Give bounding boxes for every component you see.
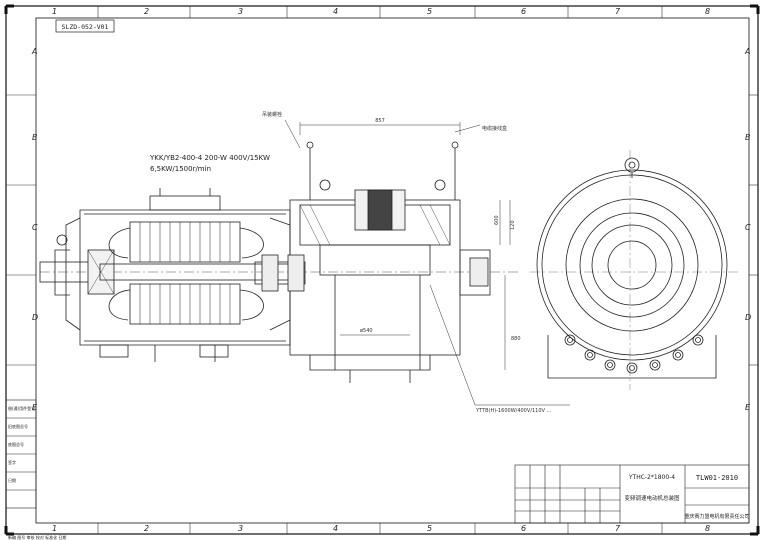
- bolt-hole: [626, 362, 638, 374]
- column-label-8-top: 8: [705, 7, 710, 16]
- motor-section-view: [39, 188, 520, 362]
- bolt-hole: [672, 349, 684, 361]
- inner-frame: [35, 17, 750, 524]
- bolt-hole: [649, 359, 661, 371]
- column-label-7-top: 7: [615, 7, 621, 16]
- column-label-7-bottom: 7: [615, 524, 621, 533]
- dim-vertical-1: 600: [494, 215, 500, 225]
- title-name: 变频调速电动机总装图: [624, 494, 680, 502]
- dim-right: 880: [511, 336, 521, 342]
- bolt-hole-inner: [629, 365, 635, 371]
- side-table-label: 底图总号: [8, 441, 24, 447]
- bolt-hole: [564, 334, 576, 346]
- column-labels: 1 1 2 2 3 3 4 4 5 5 6 6 7 7 8 8: [52, 7, 710, 533]
- row-label-C-left: C: [32, 223, 38, 232]
- title-block: [514, 464, 750, 524]
- row-label-E-left: E: [32, 403, 38, 412]
- row-label-B-right: B: [745, 133, 751, 142]
- label-lifting-bolt: 吊装螺栓: [262, 111, 282, 118]
- side-table-label: 借(通)用件登记: [8, 405, 35, 411]
- footer-text: 新编 图号 审核 校对 标准化 日期: [8, 534, 66, 540]
- dim-top: 857: [375, 118, 385, 124]
- title-model: YTHC-2*1800-4: [628, 474, 675, 481]
- code-box: [55, 19, 115, 33]
- column-label-4-bottom: 4: [333, 524, 338, 533]
- leader-note: YTTB(H)-1600W/400V/110V ...: [475, 408, 552, 414]
- row-label-A-right: A: [744, 47, 750, 56]
- outer-frame: [5, 5, 759, 535]
- code-box-text: SLZD-052-V01: [62, 23, 109, 31]
- side-table-label: 日期: [8, 477, 16, 483]
- bolt-hole: [692, 334, 704, 346]
- column-label-1-bottom: 1: [52, 524, 57, 533]
- bolt-hole: [584, 349, 596, 361]
- column-label-8-bottom: 8: [705, 524, 710, 533]
- bolt-hole-inner: [652, 362, 658, 368]
- label-cable-box: 电缆接线盒: [482, 125, 507, 132]
- dim-inner: ø540: [360, 328, 373, 334]
- row-label-C-right: C: [745, 223, 751, 232]
- bolt-hole-inner: [587, 352, 593, 358]
- bolt-hole-inner: [607, 362, 613, 368]
- column-label-6-top: 6: [521, 7, 526, 16]
- side-table: [5, 399, 37, 509]
- side-table-label: 旧底图总号: [8, 423, 28, 429]
- column-label-2-bottom: 2: [144, 524, 149, 533]
- column-label-4-top: 4: [333, 7, 338, 16]
- title-company: 重庆赛力盟电机有限责任公司: [684, 513, 749, 520]
- column-label-5-bottom: 5: [427, 524, 432, 533]
- column-label-1-top: 1: [52, 7, 57, 16]
- spec-line-2: 6,5KW/1500r/min: [150, 165, 211, 173]
- column-label-3-top: 3: [238, 7, 243, 16]
- column-label-5-top: 5: [427, 7, 432, 16]
- column-label-6-bottom: 6: [521, 524, 526, 533]
- row-label-A-left: A: [31, 47, 37, 56]
- row-label-D-right: D: [745, 313, 751, 322]
- column-label-2-top: 2: [144, 7, 149, 16]
- bolt-hole-inner: [675, 352, 681, 358]
- row-label-E-right: E: [745, 403, 751, 412]
- bolt-hole-inner: [695, 337, 701, 343]
- bolt-hole-inner: [567, 337, 573, 343]
- coupling-section-view: [254, 141, 491, 383]
- bolt-hole: [604, 359, 616, 371]
- spec-line-1: YKK/YB2-400-4 200-W 400V/15KW: [149, 154, 270, 162]
- row-labels: A A B B C C D D E E: [31, 47, 751, 412]
- row-label-B-left: B: [32, 133, 38, 142]
- row-label-D-left: D: [32, 313, 38, 322]
- motor-end-view: [530, 150, 740, 390]
- title-drawing-no: TLW01-2010: [696, 474, 738, 482]
- side-table-label: 签字: [8, 459, 16, 465]
- column-label-3-bottom: 3: [238, 524, 243, 533]
- dim-vertical-2: 120: [510, 220, 516, 230]
